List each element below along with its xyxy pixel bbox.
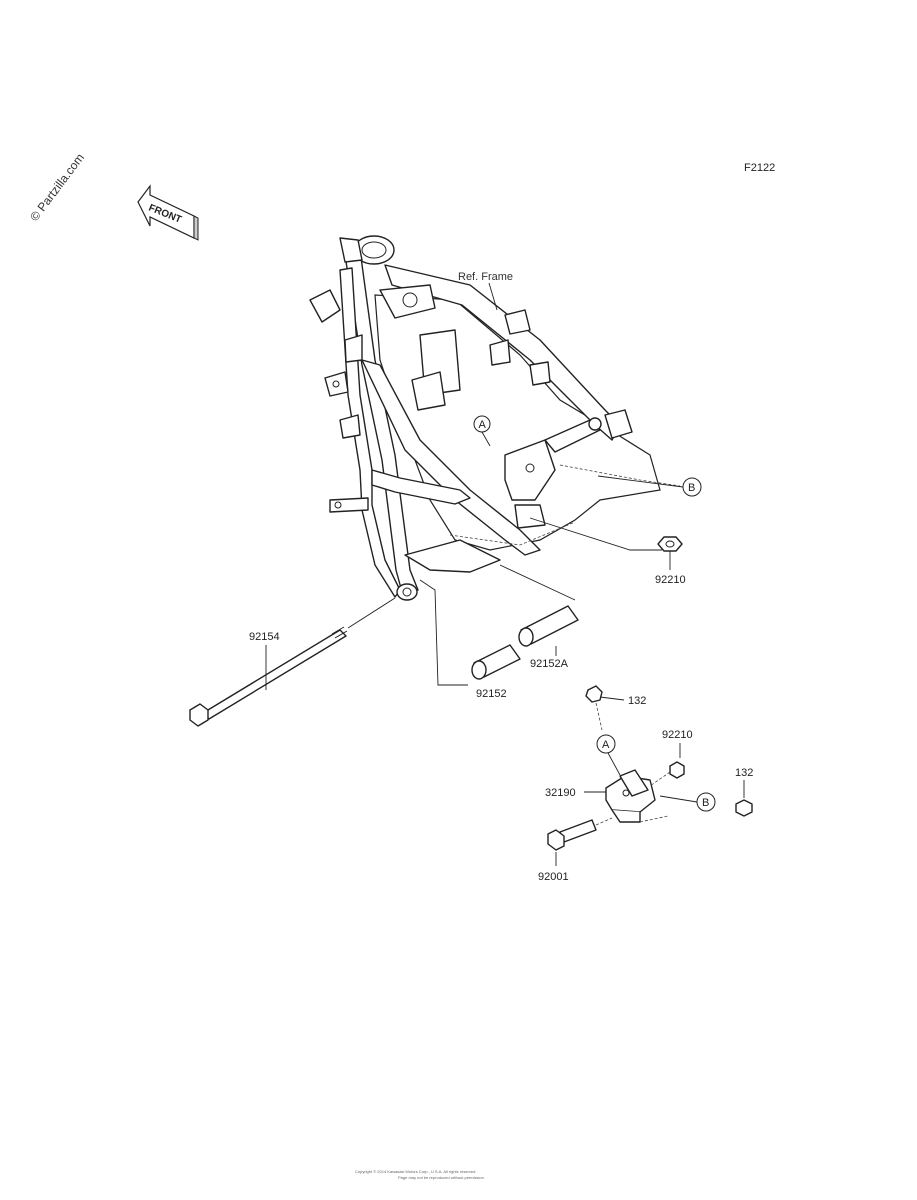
nut-92210-lower: 92210	[649, 729, 693, 787]
footer-line-1: Copyright © 2014 Kawasaki Motors Corp., …	[355, 1169, 476, 1174]
callout-a-upper-letter: A	[479, 419, 487, 431]
part-132-lower-label: 132	[735, 767, 753, 779]
footer-line-2: Page may not be reproduced without permi…	[398, 1175, 484, 1180]
part-92001-label: 92001	[538, 871, 569, 883]
part-92210-lower-label: 92210	[662, 729, 693, 741]
callout-b-lower: B	[659, 792, 716, 812]
watermark-text: © Partzilla.com	[27, 151, 87, 224]
callout-a-upper: A	[473, 415, 491, 447]
bolt-132-upper: 132	[585, 685, 646, 731]
bolt-132-lower: 132	[735, 767, 753, 817]
motorcycle-frame: Ref. Frame	[309, 235, 681, 601]
callout-b-upper: B	[597, 475, 702, 497]
frame-reference-label: Ref. Frame	[458, 271, 513, 283]
part-92210-upper-label: 92210	[655, 574, 686, 586]
collar-92152: 92152	[471, 644, 521, 700]
part-132-upper-label: 132	[628, 695, 646, 707]
collar-92152A: 92152A	[518, 605, 579, 670]
callout-b-lower-letter: B	[702, 797, 709, 809]
bolt-92154: 92154	[189, 597, 396, 727]
callout-b-upper-letter: B	[688, 482, 695, 494]
part-32190-label: 32190	[545, 787, 576, 799]
bracket-32190: 32190	[545, 769, 669, 823]
front-arrow-icon: FRONT	[137, 184, 199, 241]
part-92154-label: 92154	[249, 631, 280, 643]
figure-code: F2122	[744, 162, 775, 174]
callout-a-lower-letter: A	[602, 739, 610, 751]
nut-92210-upper: 92210	[529, 517, 686, 586]
part-92152-label: 92152	[476, 688, 507, 700]
callout-a-lower: A	[596, 734, 621, 776]
part-92152A-label: 92152A	[530, 658, 569, 670]
bolt-92001: 92001	[538, 817, 613, 883]
